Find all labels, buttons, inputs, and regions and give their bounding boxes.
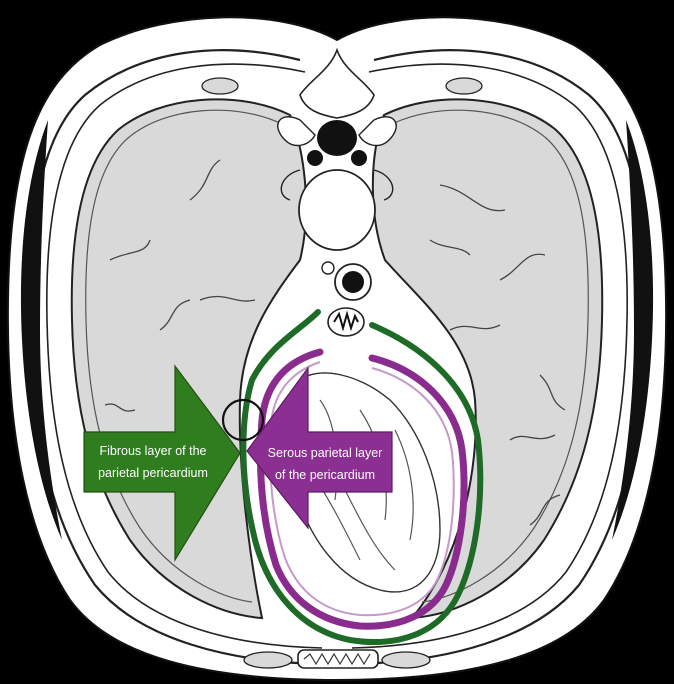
fibrous-label-line2: parietal pericardium — [98, 466, 208, 480]
sternum — [244, 650, 430, 668]
serous-label-line1: Serous parietal layer — [268, 446, 383, 460]
fibrous-label-line1: Fibrous layer of the — [100, 444, 207, 458]
serous-label-line2: of the pericardium — [275, 468, 375, 482]
